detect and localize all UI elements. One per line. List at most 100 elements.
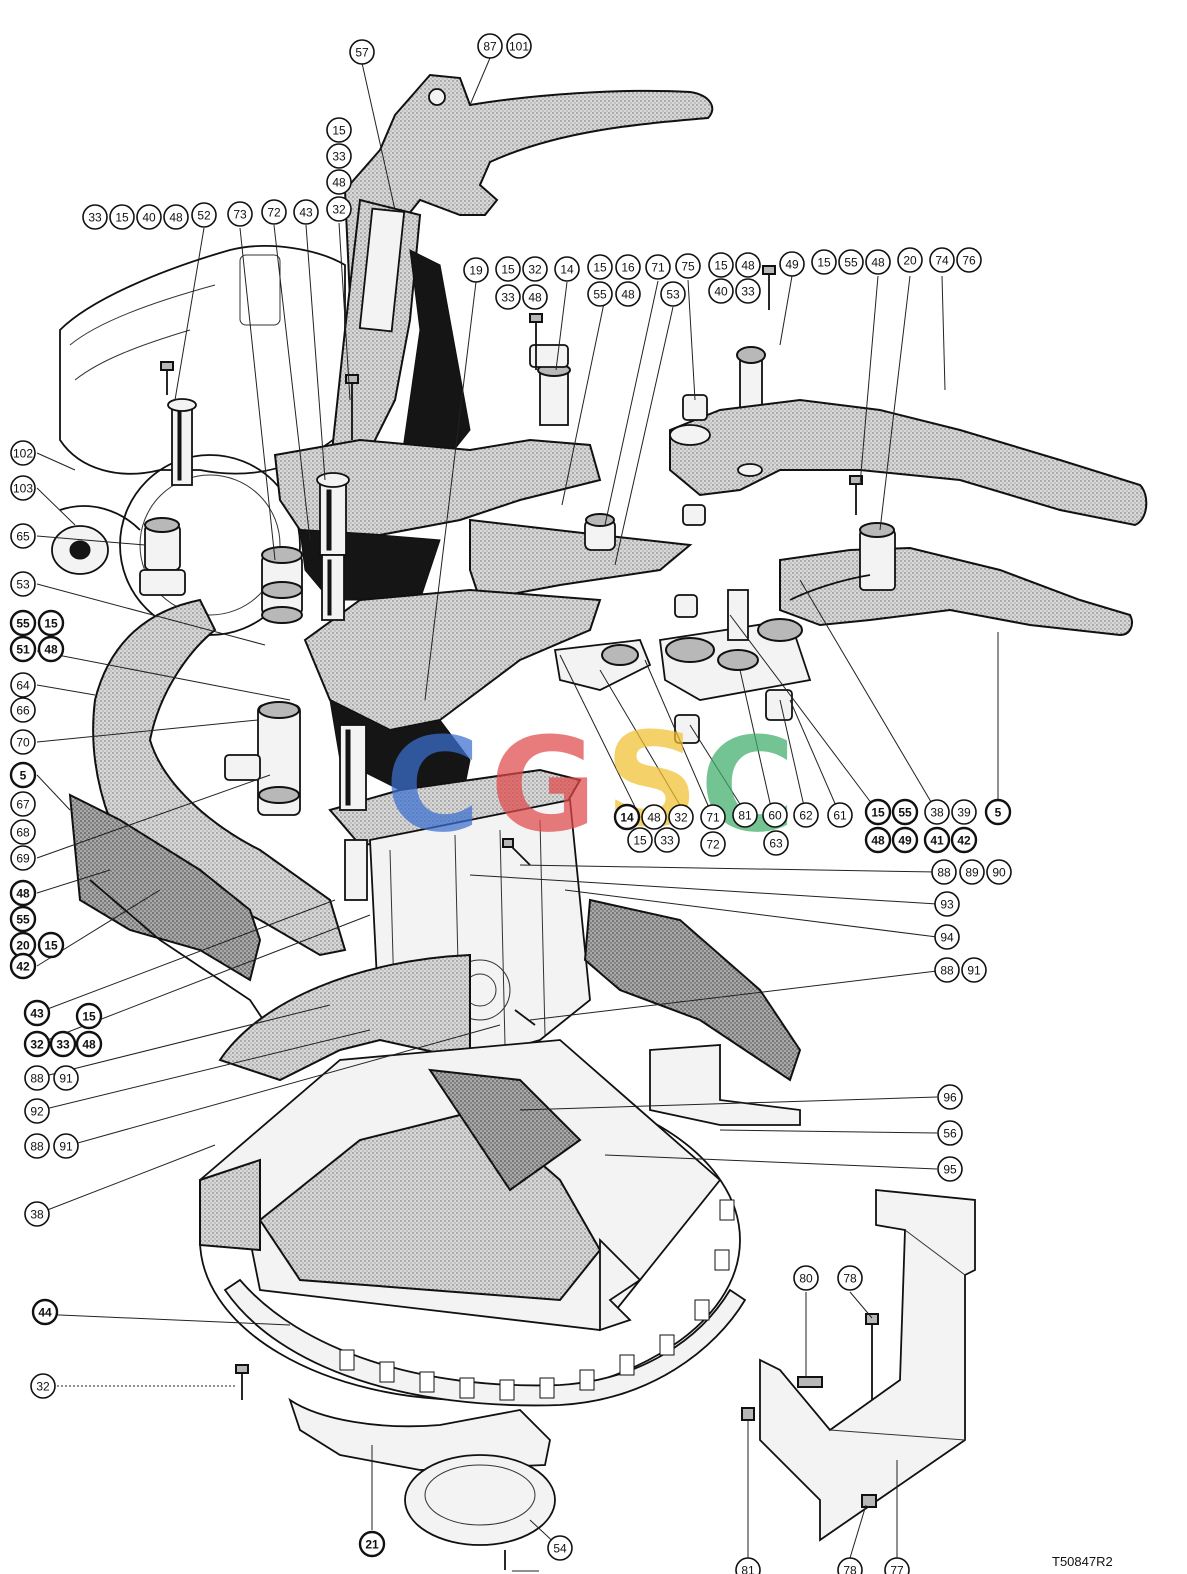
callout-circle — [10, 571, 36, 597]
callout-number: 33 — [741, 285, 755, 299]
callout-15e: 15 — [708, 252, 734, 278]
callout-101: 101 — [506, 33, 532, 59]
callout-92: 92 — [24, 1098, 50, 1124]
bolt-32-lower-left — [235, 1364, 249, 1400]
callout-circle — [984, 798, 1012, 826]
callout-circle — [31, 1298, 59, 1326]
callout-55b: 55 — [838, 249, 864, 275]
callout-circle — [934, 957, 960, 983]
callout-number: 48 — [332, 176, 346, 190]
callout-circle — [75, 1002, 103, 1030]
callout-circle — [660, 281, 686, 307]
callout-circle — [891, 798, 919, 826]
callout-96: 96 — [937, 1084, 963, 1110]
upper-control-lever — [343, 73, 714, 304]
callout-number: 102 — [13, 447, 33, 461]
callout-circle — [10, 819, 36, 845]
callout-circle — [24, 1133, 50, 1159]
callout-number: 76 — [962, 254, 976, 268]
callout-43a: 43 — [293, 199, 319, 225]
bushing-70 — [224, 701, 301, 816]
bushing-65 — [139, 517, 186, 596]
callout-67: 67 — [10, 791, 36, 817]
callout-54: 54 — [547, 1535, 573, 1561]
callout-48i: 48 — [75, 1030, 103, 1058]
callout-circle — [763, 830, 789, 856]
callout-number: 33 — [501, 291, 515, 305]
callout-number: 15 — [633, 834, 647, 848]
callout-71a: 71 — [645, 254, 671, 280]
callout-circle — [654, 827, 680, 853]
callout-75: 75 — [675, 253, 701, 279]
callout-number: 48 — [621, 288, 635, 302]
callout-circle — [891, 826, 919, 854]
callout-number: 15 — [115, 211, 129, 225]
callout-circle — [931, 859, 957, 885]
watermark-letter-c1: C — [385, 709, 480, 861]
callout-number: 44 — [38, 1306, 52, 1320]
callout-number: 15 — [714, 259, 728, 273]
callout-number: 51 — [16, 643, 30, 657]
left-hinge-pillar — [167, 398, 197, 486]
bracket-77 — [741, 1189, 976, 1542]
callout-circle — [463, 257, 489, 283]
callout-16: 16 — [615, 254, 641, 280]
callout-circle — [615, 281, 641, 307]
callout-number: 53 — [666, 288, 680, 302]
callout-15f: 15 — [811, 249, 837, 275]
callout-circle — [884, 1557, 910, 1574]
lower-blade-21 — [288, 1397, 556, 1570]
callout-32c: 32 — [23, 1030, 51, 1058]
callout-number: 38 — [30, 1208, 44, 1222]
callout-number: 70 — [16, 736, 30, 750]
callout-circle — [37, 635, 65, 663]
callout-number: 32 — [30, 1038, 44, 1052]
callout-15k: 15 — [864, 798, 892, 826]
callout-number: 91 — [59, 1140, 73, 1154]
callout-number: 33 — [660, 834, 674, 848]
pillar-53 — [529, 344, 571, 426]
callout-number: 80 — [799, 1272, 813, 1286]
callout-circle — [506, 33, 532, 59]
callout-circle — [934, 891, 960, 917]
callout-circle — [793, 802, 819, 828]
callout-number: 5 — [20, 769, 27, 783]
callout-number: 20 — [903, 254, 917, 268]
callout-15b: 15 — [109, 204, 135, 230]
callout-number: 32 — [674, 811, 688, 825]
bushing-stack-left — [261, 546, 303, 624]
callout-68: 68 — [10, 819, 36, 845]
callout-number: 15 — [44, 939, 58, 953]
callout-number: 94 — [940, 931, 954, 945]
bolt-upper-center — [345, 374, 359, 440]
callout-circle — [865, 249, 891, 275]
callout-number: 21 — [365, 1538, 379, 1552]
callout-33d: 33 — [735, 278, 761, 304]
callout-48c: 48 — [522, 284, 548, 310]
callout-circle — [326, 196, 352, 222]
callout-circle — [708, 252, 734, 278]
callout-circle — [75, 1030, 103, 1058]
callout-20a: 20 — [897, 247, 923, 273]
right-clamp-arm-lower — [779, 522, 1133, 637]
callout-5b: 5 — [984, 798, 1012, 826]
callout-number: 43 — [30, 1007, 44, 1021]
callout-number: 20 — [16, 939, 30, 953]
callout-33f: 33 — [654, 827, 680, 853]
callout-number: 63 — [769, 837, 783, 851]
callout-78a: 78 — [837, 1265, 863, 1291]
callout-circle — [326, 169, 352, 195]
callout-number: 92 — [30, 1105, 44, 1119]
callout-number: 72 — [706, 838, 720, 852]
callout-74: 74 — [929, 247, 955, 273]
callout-circle — [837, 1265, 863, 1291]
callout-circle — [261, 199, 287, 225]
callout-number: 66 — [16, 704, 30, 718]
callout-number: 75 — [681, 260, 695, 274]
callout-number: 88 — [940, 964, 954, 978]
callout-60: 60 — [762, 802, 788, 828]
callout-circle — [24, 1065, 50, 1091]
callout-number: 48 — [44, 643, 58, 657]
callout-circle — [837, 1557, 863, 1574]
